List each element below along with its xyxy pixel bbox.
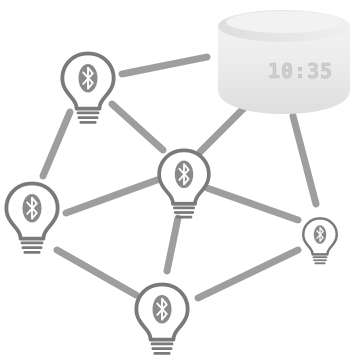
connection-lines [39, 53, 320, 302]
bluetooth-bulb-icon [157, 148, 211, 221]
edge-right-bottom [194, 246, 302, 302]
edge-center-bottom [163, 214, 182, 275]
edge-topleft-left [39, 108, 74, 180]
bluetooth-bulb-icon [302, 217, 338, 266]
edge-center-left [62, 176, 161, 217]
edge-hub-right [289, 112, 320, 208]
edge-center-right [203, 184, 302, 224]
edge-topleft-hub [118, 53, 211, 78]
edge-left-bottom [53, 246, 140, 299]
smart-speaker-icon: 10:35 [218, 10, 350, 114]
edge-topleft-center [108, 100, 167, 154]
bluetooth-bulb-icon [134, 282, 190, 356]
clock-display: 10:35 [268, 59, 333, 83]
bluetooth-bulb-icon [4, 181, 60, 256]
